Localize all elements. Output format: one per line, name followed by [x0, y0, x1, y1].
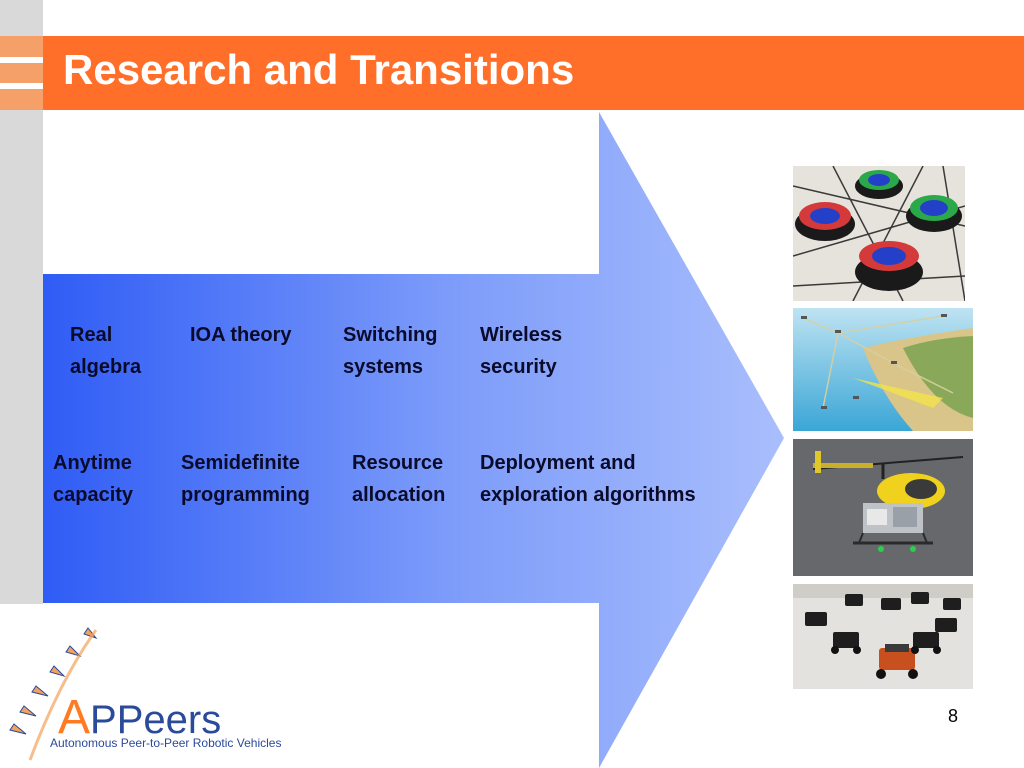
rc-trucks-photo: [793, 584, 973, 689]
appeers-birds-icon: [9, 627, 98, 761]
helicopter-photo: [793, 439, 973, 576]
side-strip-gap: [0, 57, 43, 63]
side-strip-gap: [0, 83, 43, 89]
round-robots-photo: [793, 166, 965, 301]
title-bar: Research and Transitions: [43, 36, 1024, 110]
topic-ioa-theory: IOA theory: [190, 324, 292, 346]
slide-title: Research and Transitions: [63, 46, 575, 93]
side-strip-orange: [0, 89, 43, 110]
appeers-tagline: Autonomous Peer-to-Peer Robotic Vehicles: [50, 736, 282, 750]
side-strip-gray: [0, 110, 43, 604]
side-strip-top: [0, 0, 43, 36]
side-strip-orange: [0, 63, 43, 83]
page-number: 8: [948, 706, 959, 726]
coastal-network-illustration: [793, 308, 973, 431]
side-strip-orange: [0, 36, 43, 57]
appeers-logo-text: APPeers: [58, 691, 222, 744]
